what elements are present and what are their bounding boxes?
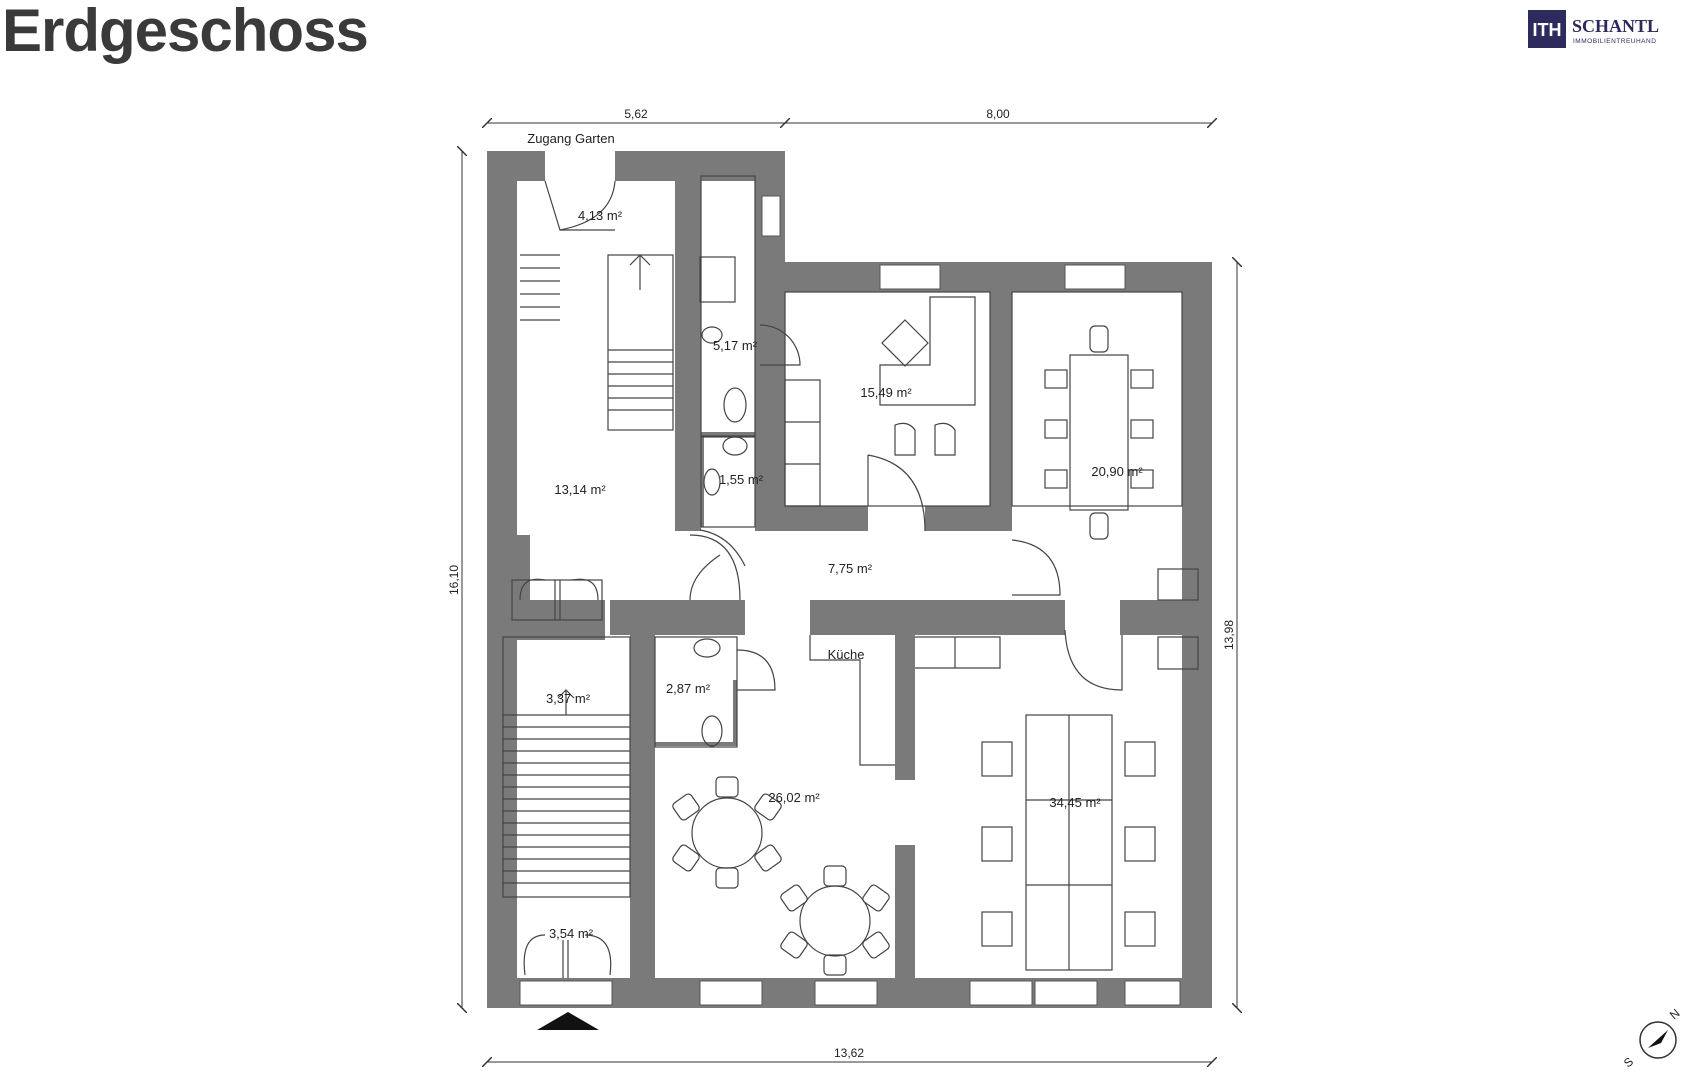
room-area-corridor: 7,75 m² — [828, 561, 873, 576]
compass-icon: N S — [1621, 1006, 1683, 1070]
room-area-wc-lower: 2,87 m² — [666, 681, 711, 696]
room-label-kitchen: Küche — [828, 647, 865, 662]
dim-top-right: 8,00 — [986, 107, 1010, 121]
svg-text:ITH: ITH — [1533, 20, 1562, 40]
interior-lines — [502, 175, 1199, 978]
page-title: Erdgeschoss — [2, 0, 369, 64]
stair-lower — [502, 636, 631, 898]
brand-name: SCHANTL — [1572, 16, 1659, 36]
stair-upper — [520, 254, 674, 431]
entrance-arrow-icon — [537, 1012, 599, 1030]
entrance-label: Zugang Garten — [527, 131, 614, 146]
dim-bottom: 13,62 — [834, 1046, 864, 1060]
brand-logo: ITH SCHANTL IMMOBILIENTREUHAND — [1528, 10, 1688, 54]
room-area-wc-upper: 5,17 m² — [713, 338, 758, 353]
compass-n: N — [1667, 1006, 1683, 1022]
logo-mark — [1528, 10, 1566, 48]
room-area-wc-small: 1,55 m² — [719, 472, 764, 487]
room-area-conference: 34,45 m² — [1049, 795, 1101, 810]
room-area-meeting: 20,90 m² — [1091, 464, 1143, 479]
room-area-dining: 26,02 m² — [768, 790, 820, 805]
room-area-stair-hall: 13,14 m² — [554, 482, 606, 497]
compass-s: S — [1621, 1054, 1636, 1070]
room-area-office: 15,49 m² — [860, 385, 912, 400]
dim-top-left: 5,62 — [624, 107, 648, 121]
room-area-vestibule-garden: 4,13 m² — [578, 208, 623, 223]
brand-tagline: IMMOBILIENTREUHAND — [1573, 38, 1656, 45]
windows — [519, 195, 1181, 1006]
dim-right: 13,98 — [1222, 620, 1236, 650]
room-area-stairs: 3,37 m² — [546, 691, 591, 706]
dim-left: 16,10 — [447, 565, 461, 595]
dimension-lines — [462, 123, 1237, 1062]
room-area-entrance: 3,54 m² — [549, 926, 594, 941]
